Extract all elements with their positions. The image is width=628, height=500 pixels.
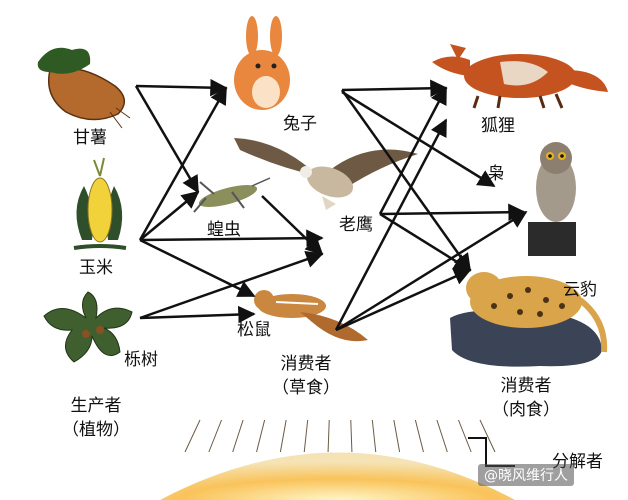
sun-illustration (160, 419, 515, 500)
sun-ray (371, 419, 377, 453)
arrow-corn-to-squirrel (139, 238, 256, 298)
rabbit-illustration (234, 16, 290, 110)
arrow-rabbit-to-leopard (340, 89, 472, 272)
arrow-oak-to-eagle (139, 250, 324, 320)
corn-illustration (73, 157, 127, 250)
squirrel-label: 松鼠 (237, 320, 271, 340)
arrow-sweet-potato-to-rabbit (135, 78, 228, 97)
sun-ray (256, 419, 266, 453)
eagle-label: 老鹰 (339, 215, 373, 235)
arrow-corn-to-eagle (139, 229, 324, 247)
arrow-oak-to-squirrel (139, 305, 256, 324)
herbivore-label: 消费者 (280, 354, 332, 374)
arrow-sweet-potato-to-locust (134, 85, 200, 194)
decomposer-bracket (468, 437, 515, 467)
fox-label: 狐狸 (481, 116, 515, 136)
rabbit-label: 兔子 (283, 114, 317, 134)
oak-illustration (43, 291, 133, 363)
arrow-eagle-to-owl (379, 203, 526, 221)
arrow-squirrel-to-leopard (335, 268, 472, 332)
sun-ray (457, 419, 472, 453)
sun-ray (232, 419, 244, 453)
locust-label: 蝗虫 (207, 220, 241, 240)
sun-ray (303, 419, 309, 453)
arrow-squirrel-to-fox (334, 118, 448, 331)
locust-illustration (193, 177, 271, 213)
producer-label: 生产者 (70, 396, 122, 416)
sun-ray (279, 419, 287, 453)
arrow-rabbit-to-fox (341, 79, 448, 98)
carnivore-label: 消费者 (500, 376, 552, 396)
sun-ray (479, 419, 496, 453)
owl-label: 枭 (487, 164, 505, 184)
carnivore-sublabel: （肉食） (492, 400, 560, 420)
sweet-potato-illustration (37, 47, 131, 129)
oak-label: 栎树 (124, 350, 158, 370)
sun-ray (184, 419, 201, 453)
arrow-eagle-to-leopard (379, 212, 472, 272)
sun-ray (327, 419, 330, 453)
squirrel-illustration (254, 290, 368, 342)
owl-illustration (528, 142, 576, 256)
sun-ray (436, 419, 448, 453)
arrow-eagle-to-fox (378, 86, 448, 215)
herbivore-sublabel: （草食） (272, 378, 340, 398)
arrow-locust-to-eagle (261, 195, 324, 256)
producer-sublabel: （植物） (62, 420, 130, 440)
eagle-illustration (234, 138, 418, 210)
leopard-illustration (450, 272, 608, 367)
leopard-label: 云豹 (563, 280, 597, 300)
arrow-corn-to-rabbit (138, 86, 228, 241)
corn-label: 玉米 (79, 258, 113, 278)
sun-ray (393, 419, 401, 453)
feeding-arrows (134, 78, 528, 332)
sweet-potato-label: 甘薯 (73, 128, 107, 148)
sun-ray (208, 419, 223, 453)
fox-illustration (432, 44, 608, 109)
sun-ray (350, 419, 353, 453)
sun-ray (414, 419, 424, 453)
arrow-squirrel-to-owl (335, 210, 528, 332)
watermark: @晓风维行人 (478, 464, 574, 486)
arrow-corn-to-locust (139, 190, 200, 241)
